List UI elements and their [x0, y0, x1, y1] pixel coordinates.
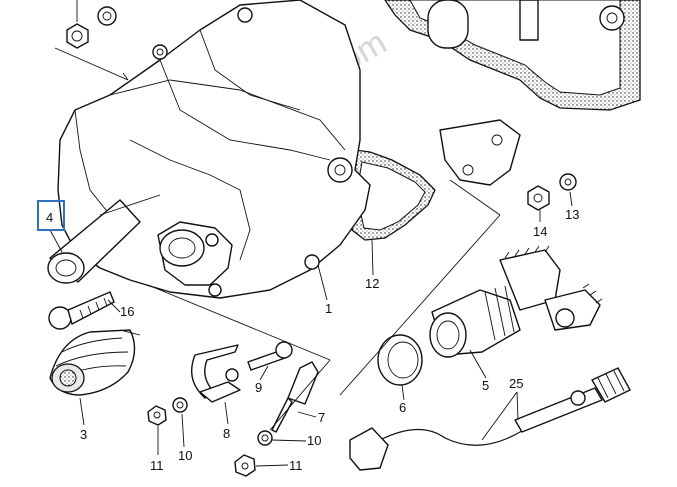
sleeve-4 — [47, 194, 161, 284]
callout-8: 8 — [223, 426, 230, 441]
clamp-8 — [191, 344, 241, 403]
callout-6: 6 — [399, 400, 406, 415]
mounting-bracket — [439, 119, 521, 186]
bolt-9 — [247, 341, 293, 371]
top-clip — [97, 6, 117, 26]
callout-12: 12 — [365, 276, 379, 291]
callout-11-lower: 11 — [289, 458, 303, 473]
rubber-boot-3 — [49, 329, 136, 396]
nut-11b — [234, 454, 256, 477]
callout-9: 9 — [255, 380, 262, 395]
cover-top-right — [427, 0, 625, 49]
callout-3: 3 — [80, 427, 87, 442]
lever-7 — [271, 361, 319, 433]
callout-10-left: 10 — [178, 448, 192, 463]
callout-25: 25 — [509, 376, 523, 391]
clip-13 — [559, 173, 577, 191]
nut-14 — [527, 185, 550, 211]
callout-14: 14 — [533, 224, 547, 239]
callout-4: 4 — [46, 210, 53, 225]
callout-16: 16 — [120, 304, 134, 319]
bolt-16 — [48, 291, 115, 330]
washer-10b — [257, 430, 273, 446]
seal-ring-6 — [377, 334, 423, 386]
housing-output-flange — [157, 221, 233, 286]
nut-11a — [147, 405, 167, 426]
callout-13: 13 — [565, 207, 579, 222]
callout-1: 1 — [325, 301, 332, 316]
washer-10a — [172, 397, 188, 413]
callout-11-left: 11 — [150, 458, 164, 473]
callout-10-lower: 10 — [307, 433, 321, 448]
callout-7: 7 — [318, 410, 325, 425]
callout-5: 5 — [482, 378, 489, 393]
speedo-drive-5 — [429, 245, 603, 358]
speedo-cable-25 — [349, 367, 631, 471]
gasket-12 — [347, 149, 436, 241]
top-nut — [66, 0, 89, 49]
leader-lines — [49, 47, 573, 467]
callout-labels: 1 3 4 5 6 7 8 9 10 10 11 11 12 13 14 16 … — [46, 207, 579, 473]
highlight-box[interactable] — [37, 200, 65, 231]
